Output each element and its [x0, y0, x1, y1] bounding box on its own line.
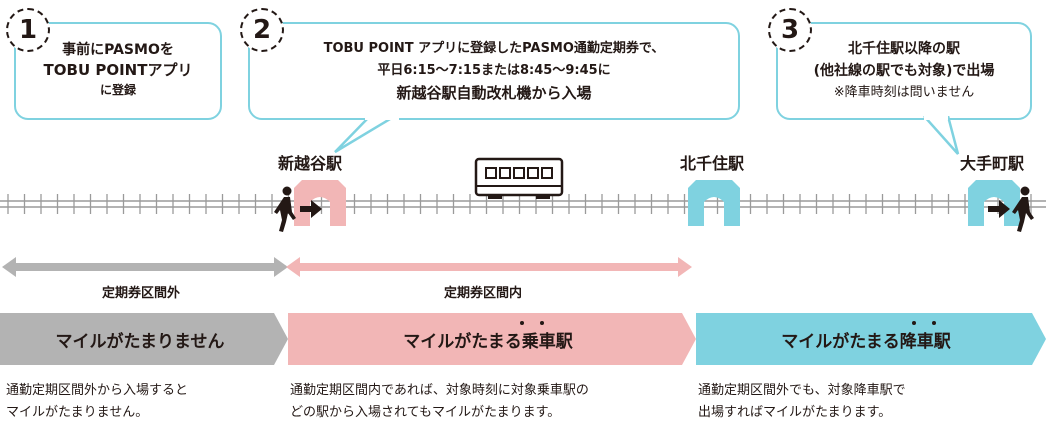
step-1-clock-icon: 1	[6, 8, 50, 52]
description-boarding: 通勤定期区間内であれば、対象時刻に対象乗車駅の どの駅から入場されてもマイルがた…	[290, 380, 589, 424]
description-alighting-line-1: 通勤定期区間外でも、対象降車駅で	[698, 383, 906, 398]
step-2-clock-icon: 2	[240, 8, 284, 52]
step-1-bubble: 事前にPASMOを TOBU POINTアプリ に登録	[14, 22, 222, 120]
station-otemachi-label: 大手町駅	[960, 154, 1025, 173]
walking-person-icon-exit	[1012, 186, 1034, 232]
range-arrow-outside	[2, 257, 288, 277]
banner-alighting-shape	[696, 313, 1046, 365]
gate-icon-kitasenju	[688, 180, 740, 226]
step-3-bubble: 北千住駅以降の駅 (他社線の駅でも対象)で出場 ※降車時刻は問いません	[776, 22, 1032, 120]
gate-icon-otemachi	[968, 180, 1020, 226]
banner-boarding-shape	[288, 313, 696, 365]
step-2-line-3: 新越谷駅自動改札機から入場	[396, 84, 592, 102]
step-2-line-1: TOBU POINT アプリに登録したPASMO通勤定期券で、	[323, 41, 665, 56]
banner-no-miles-text: マイルがたまりません	[55, 331, 225, 352]
range-arrow-inside	[286, 257, 692, 277]
station-kitasenju-label: 北千住駅	[680, 154, 745, 173]
arrow-right-icon-exit	[988, 200, 1010, 218]
banner-no-miles-shape	[0, 313, 288, 365]
step-3-line-1: 北千住駅以降の駅	[848, 41, 960, 57]
step-2-line-2: 平日6:15〜7:15または8:45〜9:45に	[377, 63, 611, 78]
station-shinkoshigaya-label: 新越谷駅	[278, 154, 343, 173]
description-no-miles: 通勤定期区間外から入場すると マイルがたまりません。	[6, 380, 188, 424]
description-boarding-line-2: どの駅から入場されてもマイルがたまります。	[290, 405, 561, 420]
description-no-miles-line-2: マイルがたまりません。	[6, 405, 149, 420]
step-2-number: 2	[252, 15, 272, 45]
description-alighting-line-2: 出場すればマイルがたまります。	[698, 405, 892, 420]
banner-alighting-text: マイルがたまる降車駅	[781, 331, 951, 352]
step-1-number: 1	[18, 15, 38, 45]
step-3-bubble-tail	[923, 116, 960, 155]
step-3-line-3: ※降車時刻は問いません	[833, 85, 975, 100]
banner-no-miles: マイルがたまりません	[0, 313, 288, 365]
step-3-number: 3	[780, 15, 800, 45]
banner-alighting-station: マイルがたまる降車駅	[696, 313, 1046, 365]
step-3-line-2: (他社線の駅でも対象)で出場	[813, 63, 995, 79]
step-1-line-2: TOBU POINTアプリ	[43, 61, 193, 79]
banner-boarding-text: マイルがたまる乗車駅	[403, 331, 573, 352]
step-3-clock-icon: 3	[768, 8, 812, 52]
train-icon	[474, 157, 564, 199]
step-1-line-1: 事前にPASMOを	[62, 42, 174, 58]
arrow-right-icon-enter	[300, 200, 322, 218]
step-1-line-3: に登録	[99, 83, 136, 97]
walking-person-icon-enter	[274, 186, 296, 232]
segment-inside-label: 定期券区間内	[444, 286, 523, 301]
description-no-miles-line-1: 通勤定期区間外から入場すると	[6, 383, 189, 398]
step-2-bubble-tail	[334, 116, 399, 154]
description-alighting: 通勤定期区間外でも、対象降車駅で 出場すればマイルがたまります。	[698, 380, 906, 424]
gate-icon-shinkoshigaya	[294, 180, 346, 226]
description-boarding-line-1: 通勤定期区間内であれば、対象時刻に対象乗車駅の	[290, 383, 589, 398]
step-2-bubble: TOBU POINT アプリに登録したPASMO通勤定期券で、 平日6:15〜7…	[248, 22, 740, 120]
banner-boarding-station: マイルがたまる乗車駅	[288, 313, 696, 365]
segment-outside-label: 定期券区間外	[102, 286, 181, 301]
